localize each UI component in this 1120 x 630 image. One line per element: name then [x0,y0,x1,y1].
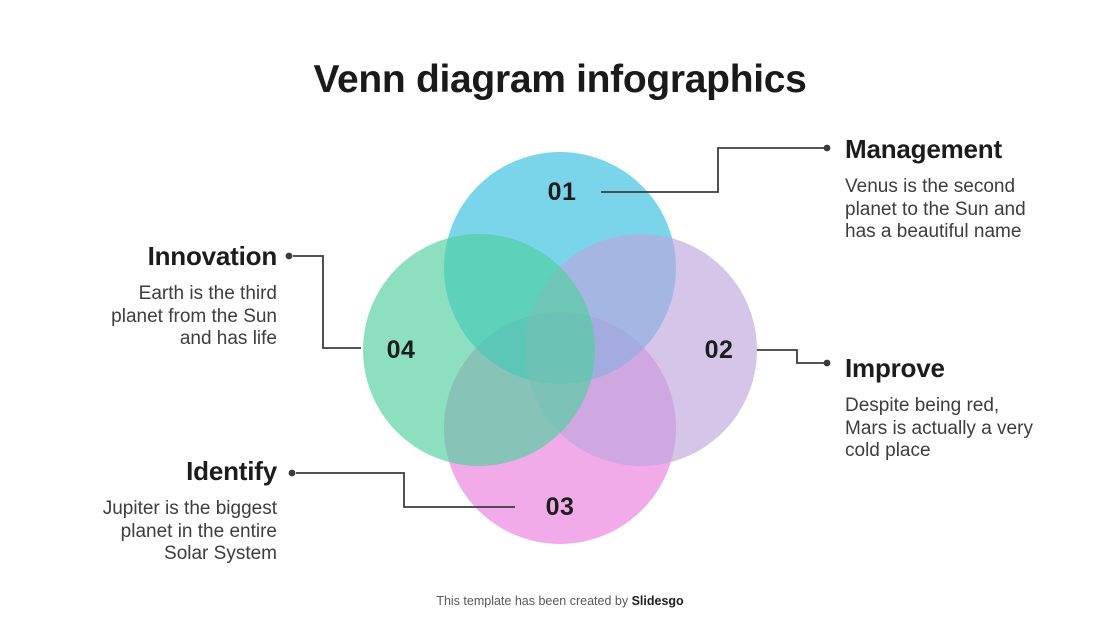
venn-circle-02 [525,234,757,466]
footer-brand: Slidesgo [631,594,684,608]
connector-innovation [293,255,361,349]
card-improve-description: Despite being red, Mars is actually a ve… [845,395,1033,461]
footer-credit-text: This template has been created by [436,594,632,608]
connector-identify [296,472,515,508]
card-innovation-description: Earth is the third planet from the Sun a… [111,283,277,349]
card-innovation-title: Innovation [147,241,278,271]
connector-dot-innovation [285,252,293,260]
card-identify-title: Identify [186,456,277,486]
card-improve-title: Improve [845,353,945,383]
connector-management [601,147,824,193]
venn-number-02: 02 [704,336,734,364]
venn-circle-04 [363,234,595,466]
connector-dot-improve [823,359,831,367]
card-management-title: Management [845,134,1002,164]
card-management-description: Venus is the second planet to the Sun an… [845,176,1026,242]
venn-number-03: 03 [545,493,575,521]
connector-dot-management [823,144,831,152]
footer-credit: This template has been created by Slides… [0,594,1120,608]
slide-title: Venn diagram infographics [313,58,807,101]
card-innovation: Innovation Earth is the third planet fro… [7,243,277,351]
venn-number-04: 04 [386,336,416,364]
card-improve: Improve Despite being red, Mars is actua… [845,355,1085,463]
connector-improve [757,349,824,364]
connector-dot-identify [288,469,296,477]
card-identify: Identify Jupiter is the biggest planet i… [7,458,277,566]
card-identify-description: Jupiter is the biggest planet in the ent… [102,498,277,564]
card-management: Management Venus is the second planet to… [845,136,1085,244]
venn-number-01: 01 [547,178,577,206]
